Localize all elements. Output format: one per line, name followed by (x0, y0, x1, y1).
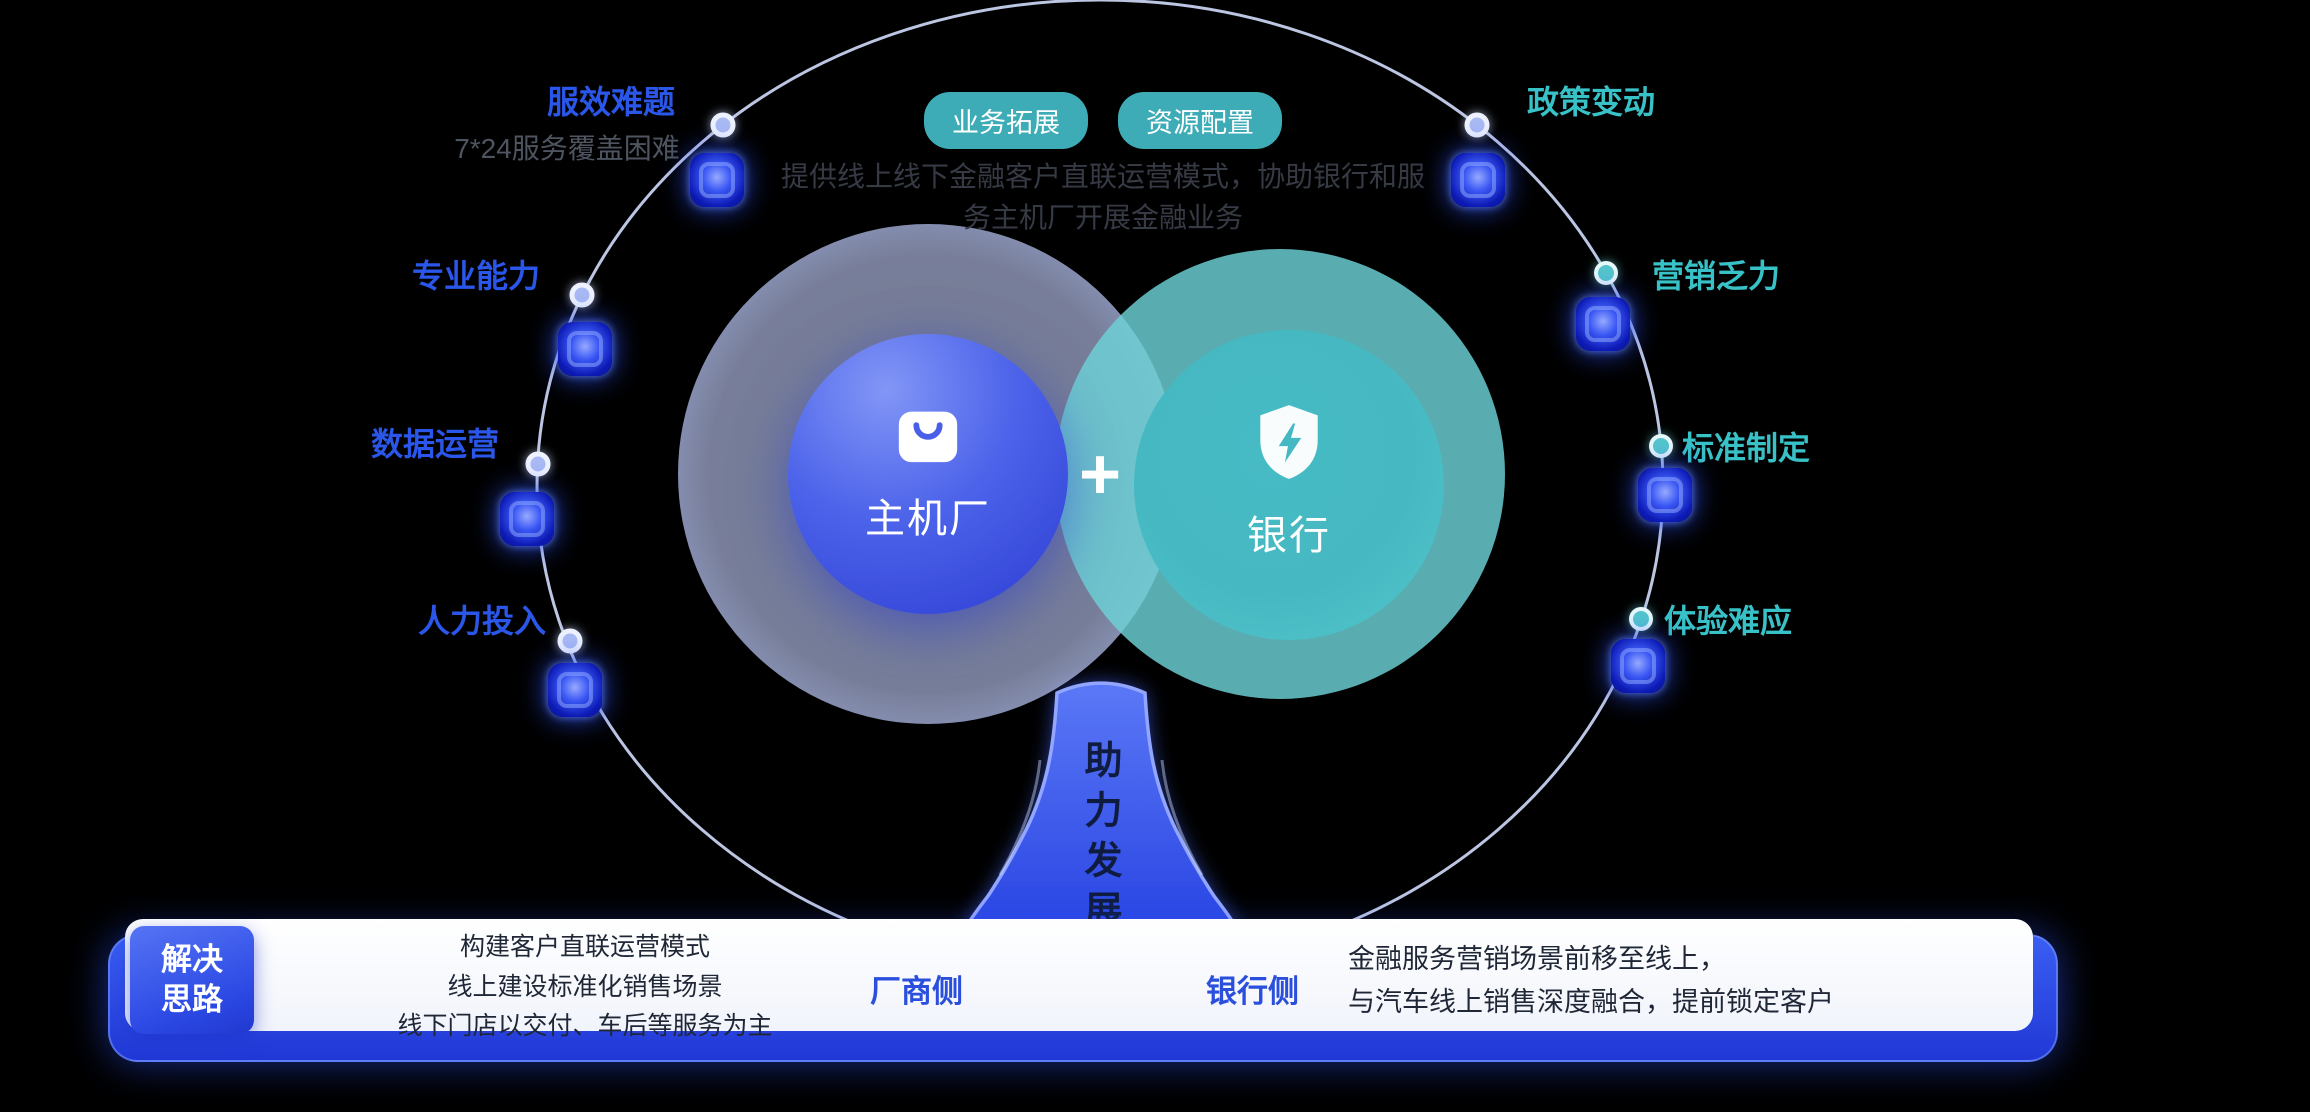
factory-side-tag: 厂商侧 (870, 974, 963, 1009)
glow-node-icon (1638, 468, 1692, 522)
factory-circle-label: 主机厂 (865, 497, 991, 541)
bank-circle-label: 银行 (1247, 514, 1331, 558)
bank-circle: 银行 (1134, 330, 1444, 640)
bank-side-line2: 与汽车线上销售深度融合，提前锁定客户 (1348, 987, 1834, 1018)
factory-circle: 主机厂 (788, 334, 1068, 614)
orbit-dot (1649, 434, 1673, 458)
bank-side-lines: 金融服务营销场景前移至线上， 与汽车线上销售深度融合，提前锁定客户 (1348, 938, 1834, 1024)
glow-node-icon (500, 492, 554, 546)
orbit-dot (1594, 261, 1618, 285)
right-item-label-weak-marketing: 营销乏力 (1651, 258, 1781, 294)
bank-side-line1: 金融服务营销场景前移至线上， (1348, 944, 1726, 974)
glow-node-icon (1451, 153, 1505, 207)
top-description: 提供线上线下金融客户直联运营模式，协助银行和服 务主机厂开展金融业务 (623, 157, 1583, 238)
left-item-sub-service-coverage: 7*24服务覆盖困难 (454, 133, 680, 164)
orbit-dot (710, 112, 736, 138)
top-description-line2: 务主机厂开展金融业务 (962, 201, 1243, 233)
bag-icon (898, 411, 958, 463)
trunk-contour-left (998, 759, 1042, 876)
left-item-label-data-operation: 数据运营 (370, 426, 500, 462)
orbit-dot (1464, 112, 1490, 138)
glow-node-icon (690, 153, 744, 207)
factory-side-line2: 线上建设标准化销售场景 (447, 972, 723, 1001)
top-description-line1: 提供线上线下金融客户直联运营模式，协助银行和服 (780, 161, 1425, 192)
right-item-label-policy-change: 政策变动 (1526, 84, 1656, 120)
trunk-text: 助力发展 (1078, 740, 1120, 940)
pill-resource-allocation: 资源配置 (1118, 92, 1282, 149)
factory-side-line1: 构建客户直联运营模式 (459, 933, 710, 961)
plus-sign: + (1078, 434, 1122, 515)
glow-node-icon (1611, 639, 1665, 693)
glow-node-icon (558, 322, 612, 376)
factory-side-lines: 构建客户直联运营模式 线上建设标准化销售场景 线下门店以交付、车后等服务为主 (390, 928, 780, 1047)
bank-side-tag: 银行侧 (1206, 974, 1299, 1009)
left-item-label-manpower-input: 人力投入 (417, 603, 547, 639)
left-item-label-professional-ability: 专业能力 (411, 258, 541, 294)
top-pills: 业务拓展 资源配置 (924, 92, 1282, 149)
right-item-label-experience-adaptation: 体验难应 (1663, 603, 1793, 639)
glow-node-icon (1576, 297, 1630, 351)
orbit-dot (1629, 607, 1653, 631)
trunk-shape (959, 681, 1243, 940)
pill-business-expansion: 业务拓展 (924, 92, 1088, 149)
orbit-dot (557, 628, 583, 654)
left-item-label-service-efficiency: 服效难题 (546, 84, 676, 120)
solution-bar (125, 919, 2033, 1031)
right-item-label-standard-setting: 标准制定 (1681, 430, 1811, 466)
solution-badge: 解决 思路 (130, 926, 254, 1034)
orbit-dot (525, 451, 551, 477)
orbit-dot (569, 282, 595, 308)
shield-lightning-icon (1260, 405, 1318, 479)
solution-badge-line1: 解决 (161, 941, 223, 977)
trunk-contour-right (1160, 759, 1204, 876)
factory-side-line3: 线下门店以交付、车后等服务为主 (397, 1012, 773, 1040)
glow-node-icon (548, 663, 602, 717)
solution-badge-line2: 思路 (161, 982, 223, 1017)
